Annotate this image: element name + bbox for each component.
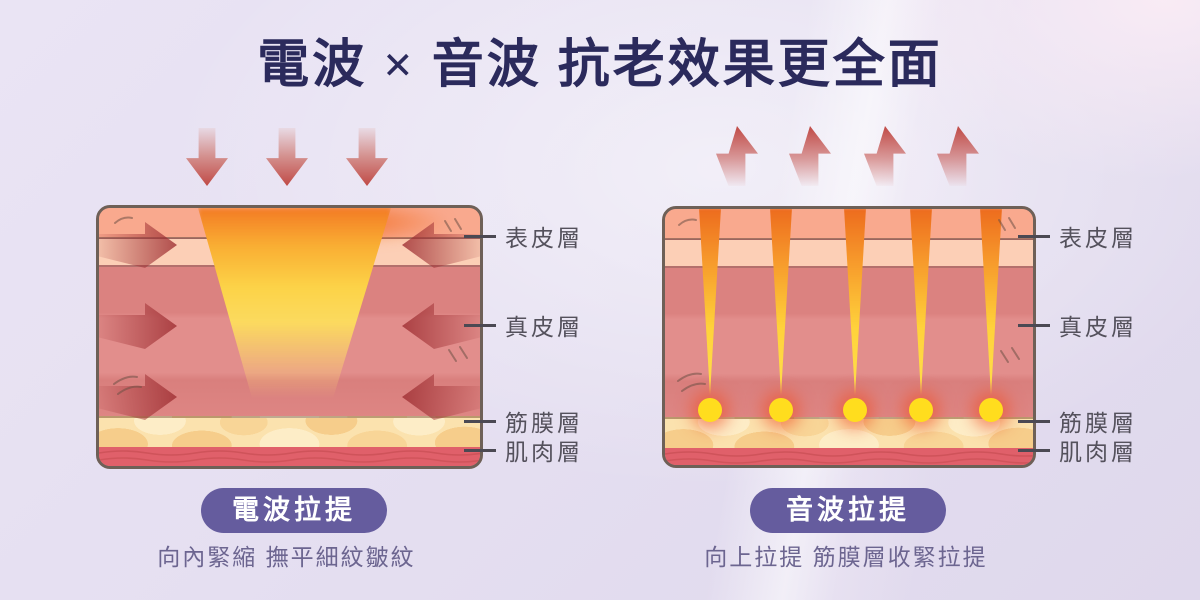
focus-dot [769,398,793,422]
muscle-texture [665,451,1033,464]
leader-line [1018,448,1050,452]
layer-label-dermis: 真皮層 [464,308,583,342]
layer-label-fascia: 筋膜層 [464,404,583,438]
down-arrow-icon [186,128,228,186]
ultrasound-needle [908,209,934,423]
rf-skin-diagram [96,205,483,469]
muscle-layer [665,448,1033,465]
needle-heat-cone [699,209,721,396]
focus-dot [843,398,867,422]
ultrasound-needle [768,209,794,423]
ultrasound-needle [842,209,868,423]
needle-heat-cone [844,209,866,396]
focus-dot [909,398,933,422]
layer-label-muscle: 肌肉層 [1018,433,1137,467]
layer-label-fascia: 筋膜層 [1018,404,1137,438]
rf-lifting-badge: 電波拉提 [201,488,387,533]
needle-heat-cone [770,209,792,396]
focus-dot [979,398,1003,422]
leader-line [464,448,496,452]
leader-line [1018,419,1050,423]
layer-label-epidermis: 表皮層 [464,219,583,253]
leader-line [464,419,496,423]
ultrasound-needle [697,209,723,423]
rf-caption: 向內緊縮 撫平細紋皺紋 [157,544,416,570]
up-arrow-icon [937,126,979,186]
ultrasound-skin-diagram [662,206,1036,468]
needle-heat-cone [910,209,932,396]
leader-line [1018,234,1050,238]
fascia-layer [99,416,480,449]
leader-line [464,323,496,327]
down-arrow-icon [266,128,308,186]
page-title: 電波 × 音波 抗老效果更全面 [257,37,943,94]
up-arrow-icon [864,126,906,186]
muscle-texture [99,450,480,463]
layer-label-dermis: 真皮層 [1018,308,1137,342]
up-arrow-icon [789,126,831,186]
up-arrow-icon [716,126,758,186]
leader-line [464,234,496,238]
muscle-layer [99,447,480,466]
ultrasound-caption: 向上拉提 筋膜層收緊拉提 [704,544,988,570]
ultrasound-needle [978,209,1004,423]
layer-label-epidermis: 表皮層 [1018,219,1137,253]
leader-line [1018,323,1050,327]
ultrasound-lifting-badge: 音波拉提 [750,488,946,533]
down-arrow-icon [346,128,388,186]
needle-heat-cone [980,209,1002,396]
layer-label-muscle: 肌肉層 [464,433,583,467]
focus-dot [698,398,722,422]
